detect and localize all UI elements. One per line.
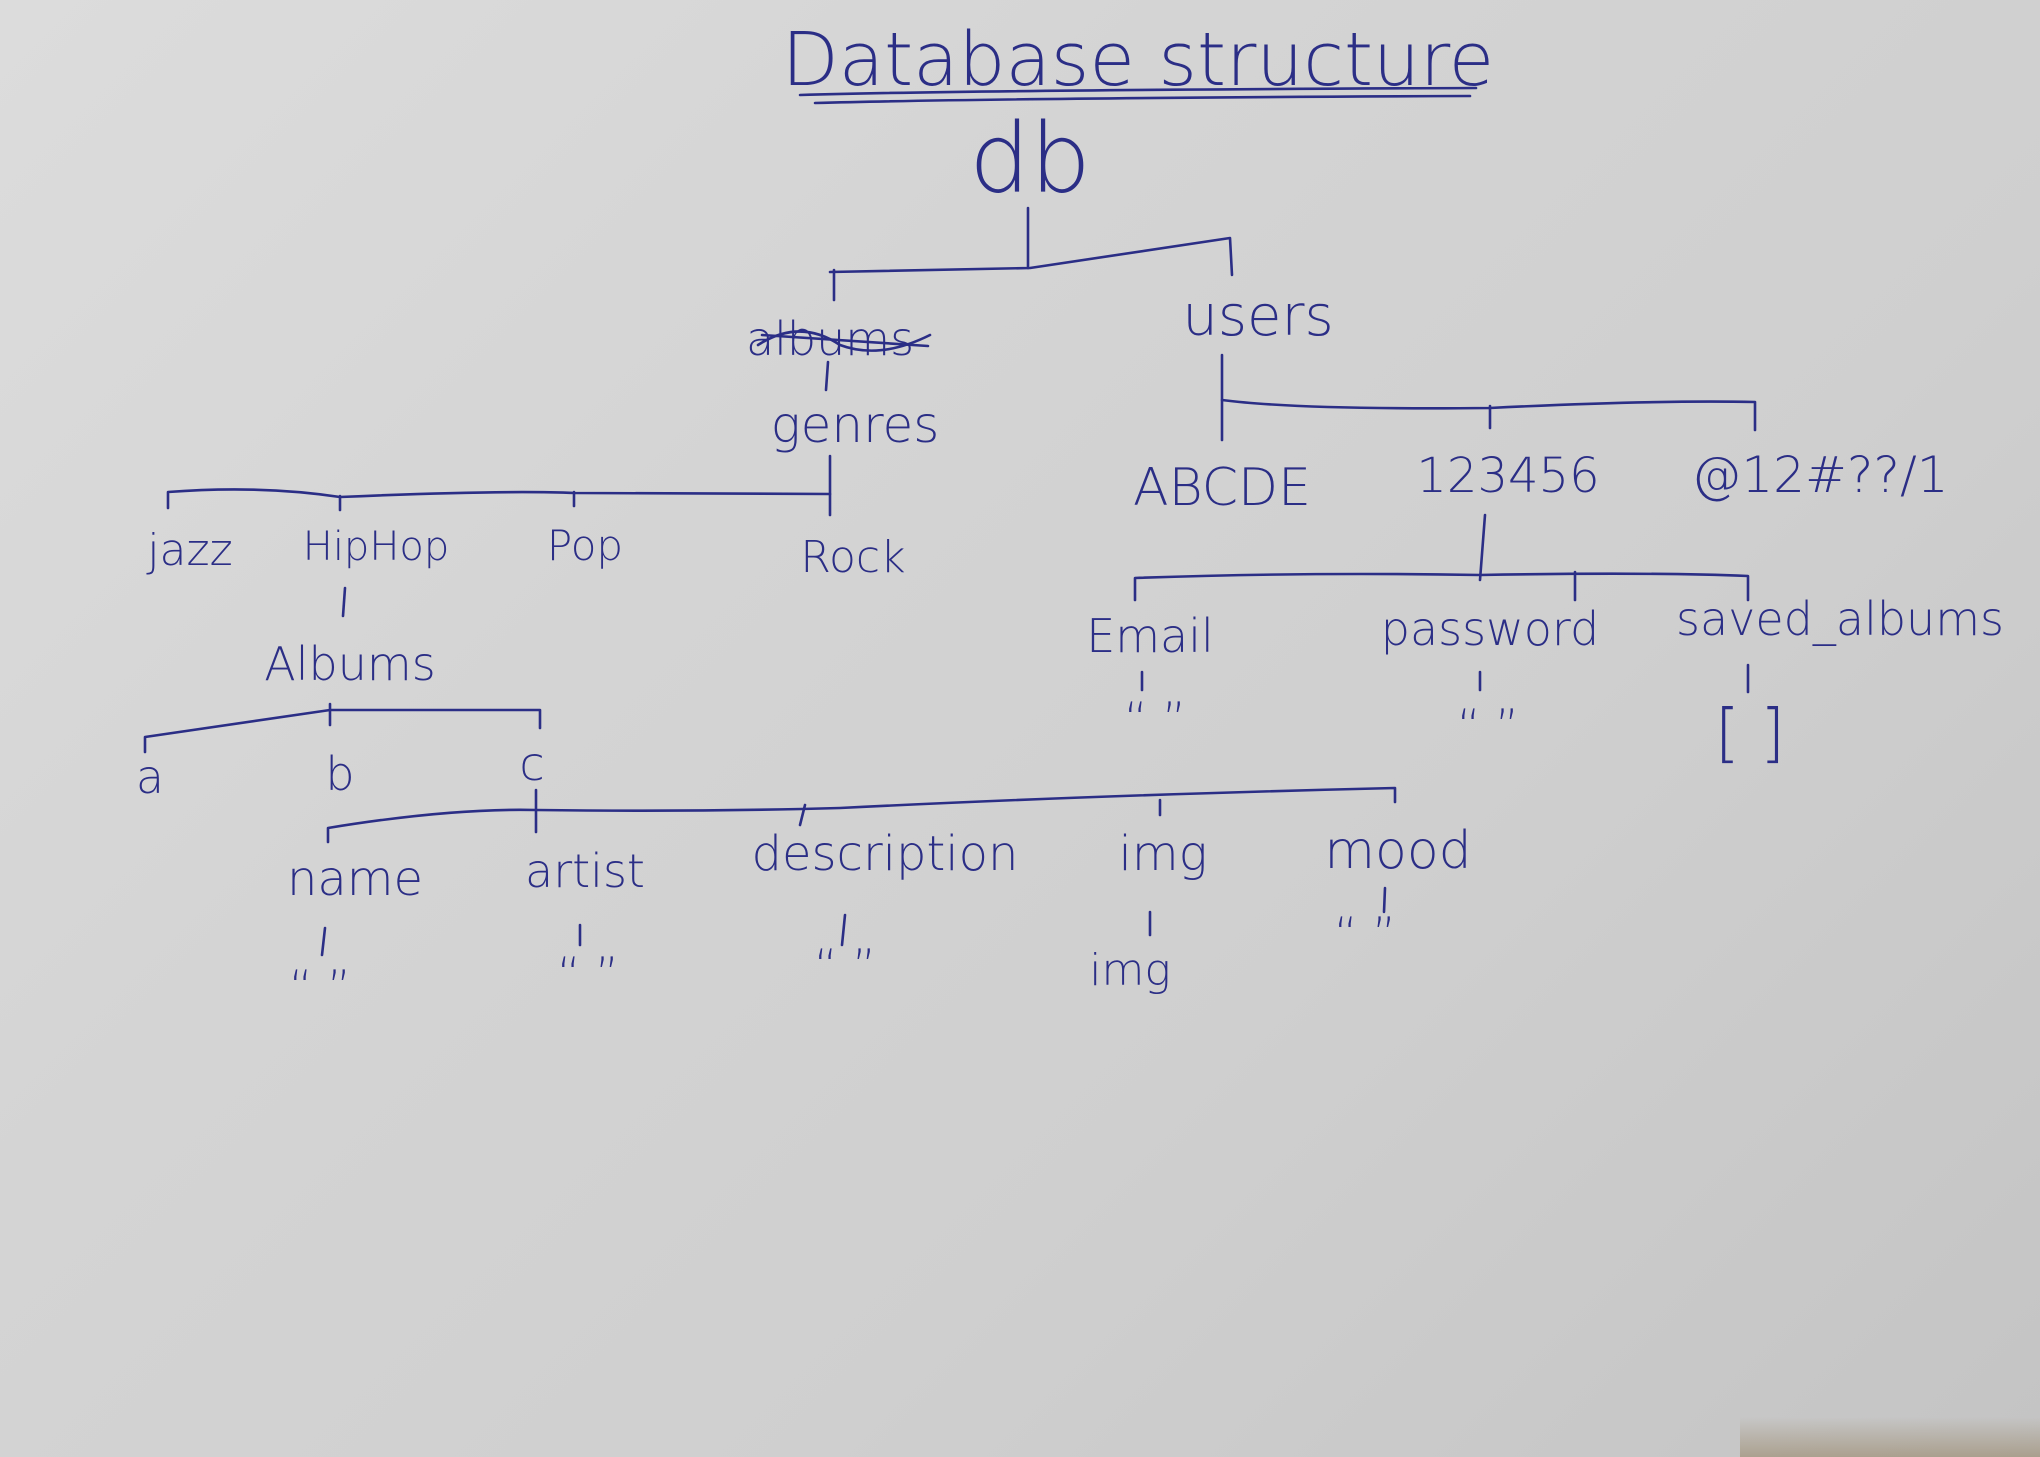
user-fields-branch [1133, 572, 1750, 602]
field-artist-value: “ ” [557, 947, 619, 1001]
user-id-abcde: ABCDE [1133, 458, 1311, 518]
field-description-value: “ ” [814, 939, 876, 993]
users-label: users [1182, 284, 1333, 349]
album-b: b [325, 747, 354, 801]
user-field-password: password [1381, 602, 1599, 656]
email-value: “ ” [1124, 692, 1186, 746]
user-field-saved-albums: saved_albums [1676, 592, 2004, 646]
saved-albums-value: [ ] [1715, 697, 1785, 771]
name-stem [320, 926, 327, 957]
users-branch [1220, 398, 1757, 432]
albums-label: Albums [264, 637, 435, 691]
mood-stem [1382, 886, 1387, 914]
table-edge [1740, 1417, 2040, 1457]
user-field-email: Email [1086, 609, 1214, 663]
genre-jazz: jazz [146, 525, 232, 576]
genre-pop: Pop [547, 521, 623, 570]
user-id-symbols: @12#??/1 [1691, 446, 1948, 504]
album-fields-tick-description [798, 803, 807, 827]
title-underline-2 [813, 94, 1472, 105]
album-a: a [136, 750, 164, 804]
hiphop-stem [341, 586, 347, 618]
user-id-123456: 123456 [1416, 448, 1599, 504]
field-description: description [752, 826, 1019, 882]
albums-branch [143, 708, 542, 754]
genres-label: genres [771, 396, 940, 454]
field-artist: artist [525, 844, 645, 898]
genre-hiphop: HipHop [303, 524, 450, 570]
genres-branch [166, 488, 832, 510]
title-underline [798, 86, 1478, 97]
password-value: “ ” [1457, 699, 1519, 753]
user-123456-stem [1478, 513, 1487, 582]
field-mood: mood [1324, 821, 1471, 881]
strikethrough-line [760, 333, 930, 348]
description-stem [840, 913, 847, 947]
field-name-value: “ ” [289, 960, 351, 1014]
root-branch [828, 236, 1234, 277]
field-mood-value: “ ” [1334, 907, 1396, 961]
strikethrough-scribble [756, 330, 932, 352]
root-node-label: db [969, 103, 1091, 215]
album-fields-branch [326, 786, 1397, 844]
field-img-value: img [1089, 945, 1171, 996]
genre-rock: Rock [800, 532, 905, 583]
field-img: img [1119, 826, 1208, 882]
album-c: c [519, 737, 544, 791]
albums-to-genres-stem [824, 360, 830, 392]
field-name: name [287, 851, 423, 907]
